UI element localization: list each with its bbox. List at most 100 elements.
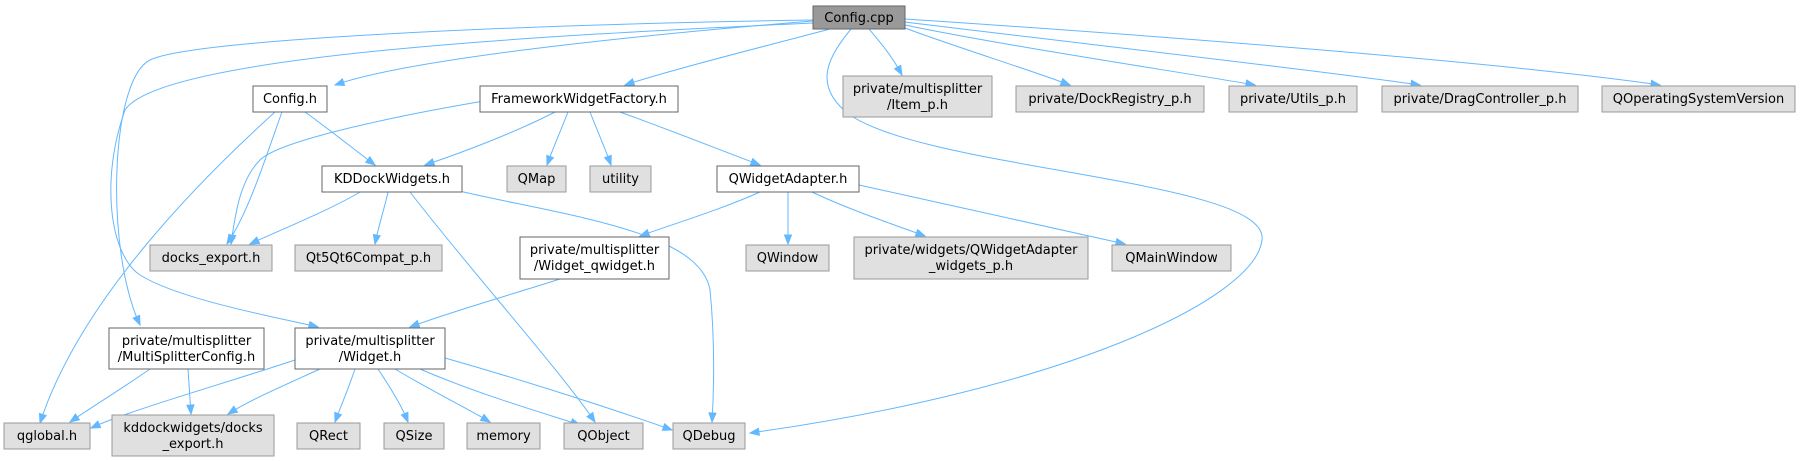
edge-line (811, 191, 926, 237)
node-label: KDDockWidgets.h (334, 172, 450, 187)
node-label-line-2: /Widget_qwidget.h (534, 259, 655, 274)
edge-line (69, 368, 151, 423)
node-docks-export-h[interactable]: docks_export.h (149, 244, 273, 272)
edge-kddockwidgets-h-to-docks-export-h (248, 191, 361, 245)
edge-widget-h-to-kdd-docks-export-h (226, 368, 321, 415)
edge-line (249, 191, 361, 245)
edge-kddockwidgets-h-to-qdebug (454, 189, 717, 424)
arrowhead (228, 234, 237, 246)
node-qwindow[interactable]: QWindow (745, 244, 830, 272)
arrowhead (132, 314, 141, 327)
node-label: QDebug (683, 429, 736, 444)
edge-qwidgetadapter-h-to-widget-qwidget-h (638, 191, 761, 237)
edge-widget-h-to-qrect (334, 368, 356, 424)
edge-line (230, 99, 491, 245)
arrowhead (333, 77, 346, 87)
arrowhead (914, 228, 927, 237)
edge-line (858, 184, 1126, 245)
node-qmap[interactable]: QMap (506, 165, 567, 193)
arrowhead (364, 155, 377, 166)
node-label: QMap (518, 172, 556, 187)
node-utility[interactable]: utility (589, 165, 652, 193)
node-label-line-2: _export.h (162, 437, 224, 452)
node-label: private/DockRegistry_p.h (1028, 92, 1191, 107)
node-label-line-2: /Item_p.h (887, 98, 948, 113)
edge-line (409, 191, 596, 423)
node-qsize[interactable]: QSize (383, 422, 445, 450)
edge-widget-h-to-memory (394, 368, 492, 423)
edge-framework-widget-factory-h-to-kddockwidgets-h (423, 111, 556, 166)
arrowhead (423, 157, 436, 166)
node-config-cpp[interactable]: Config.cpp (812, 5, 906, 30)
edge-line (639, 191, 761, 237)
node-qoperatingsystemversion[interactable]: QOperatingSystemVersion (1601, 85, 1796, 113)
edge-config-cpp-to-qdebug (748, 28, 1263, 436)
edge-line (904, 27, 1071, 86)
edge-multisplitterconfig-h-to-qglobal-h (68, 368, 151, 423)
edge-config-cpp-to-utils-p-h (904, 24, 1257, 88)
arrowhead (638, 228, 651, 237)
node-multisplitterconfig-h[interactable]: private/multisplitter /MultiSplitterConf… (108, 327, 265, 370)
node-label-line-2: /Widget.h (339, 350, 402, 365)
arrowhead (708, 412, 717, 424)
edge-line (444, 357, 673, 431)
node-label: memory (476, 429, 531, 444)
node-config-h[interactable]: Config.h (252, 85, 328, 113)
node-memory[interactable]: memory (466, 422, 541, 450)
edge-config-cpp-to-config-h (333, 20, 814, 87)
edge-config-cpp-to-qoperatingsystemversion (904, 18, 1662, 88)
node-drag-controller-p-h[interactable]: private/DragController_p.h (1381, 85, 1579, 113)
edge-config-h-to-kddockwidgets-h (304, 111, 377, 166)
node-label-line-2: /MultiSplitterConfig.h (118, 350, 256, 365)
node-kddockwidgets-h[interactable]: KDDockWidgets.h (321, 165, 463, 193)
arrowhead (1059, 77, 1072, 86)
node-qdebug[interactable]: QDebug (672, 422, 746, 450)
node-label: QRect (309, 429, 348, 444)
arrowhead (603, 154, 612, 167)
node-label-line-1: private/multisplitter (530, 243, 660, 258)
node-qobject[interactable]: QObject (563, 422, 644, 450)
node-label: QSize (396, 429, 433, 444)
arrowhead (248, 236, 261, 245)
node-label-line-1: private/multisplitter (305, 334, 435, 349)
node-label: docks_export.h (162, 251, 261, 266)
node-utils-p-h[interactable]: private/Utils_p.h (1228, 85, 1358, 113)
edge-config-cpp-to-drag-controller-p-h (904, 21, 1422, 88)
node-qt5qt6compat-p-h[interactable]: Qt5Qt6Compat_p.h (294, 244, 443, 272)
node-item-p-h[interactable]: private/multisplitter /Item_p.h (842, 75, 993, 118)
node-widget-h[interactable]: private/multisplitter /Widget.h (294, 327, 446, 370)
edge-widget-qwidget-h-to-widget-h (408, 278, 561, 328)
arrowhead (479, 413, 492, 423)
node-kdd-docks-export-h[interactable]: kddockwidgets/docks _export.h (111, 414, 275, 457)
arrowhead (372, 233, 382, 246)
arrowhead (400, 411, 409, 424)
node-qwidgetadapter-h[interactable]: QWidgetAdapter.h (716, 165, 860, 193)
edge-framework-widget-factory-h-to-qmap (546, 111, 569, 167)
node-label: Config.cpp (824, 11, 894, 26)
node-qrect[interactable]: QRect (296, 422, 361, 450)
node-label: QWidgetAdapter.h (729, 172, 848, 187)
node-qglobal-h[interactable]: qglobal.h (3, 422, 91, 450)
edge-qwidgetadapter-h-to-qmainwindow (858, 184, 1127, 247)
edge-config-cpp-to-multisplitterconfig-h (116, 19, 814, 327)
edge-line (116, 19, 814, 326)
edge-line (39, 111, 276, 424)
node-dock-registry-p-h[interactable]: private/DockRegistry_p.h (1015, 85, 1205, 113)
node-qwidgetadapter-widgets-p-h[interactable]: private/widgets/QWidgetAdapter _widgets_… (853, 236, 1089, 280)
node-label: QOperatingSystemVersion (1613, 92, 1785, 107)
edge-qwidgetadapter-h-to-qwindow (783, 192, 793, 246)
arrowhead (1114, 237, 1127, 247)
edge-line (334, 20, 814, 86)
edge-widget-h-to-qdebug (444, 357, 674, 431)
edge-framework-widget-factory-h-to-qwidgetadapter-h (619, 111, 762, 166)
node-framework-widget-factory-h[interactable]: FrameworkWidgetFactory.h (479, 85, 679, 113)
node-widget-qwidget-h[interactable]: private/multisplitter /Widget_qwidget.h (519, 236, 670, 280)
edge-config-cpp-to-dock-registry-p-h (904, 27, 1072, 86)
edge-widget-h-to-qsize (377, 368, 409, 424)
edge-line (904, 24, 1256, 86)
edge-framework-widget-factory-h-to-docks-export-h (228, 99, 491, 246)
edge-config-h-to-docks-export-h (226, 111, 283, 246)
edge-line (226, 111, 283, 245)
node-qmainwindow[interactable]: QMainWindow (1111, 244, 1232, 272)
